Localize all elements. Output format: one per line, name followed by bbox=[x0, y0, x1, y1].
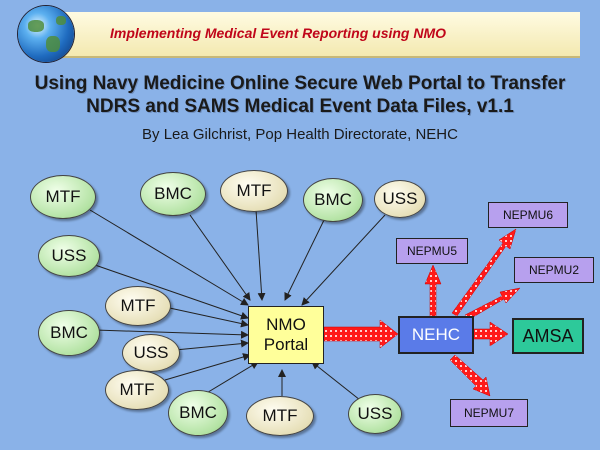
amsa-box: AMSA bbox=[512, 318, 584, 354]
arrow-to-nepmu6 bbox=[451, 228, 517, 317]
node-bmc-4: BMC bbox=[168, 390, 228, 436]
node-uss-1: USS bbox=[374, 180, 426, 218]
node-uss-3: USS bbox=[122, 334, 180, 372]
link-uss1-portal bbox=[301, 214, 386, 306]
title-line-2: NDRS and SAMS Medical Event Data Files, … bbox=[86, 96, 514, 117]
link-bmc2-portal bbox=[284, 217, 326, 301]
portal-line-1: NMO bbox=[266, 315, 306, 334]
arrow-to-nepmu7 bbox=[449, 354, 491, 397]
banner-title: Implementing Medical Event Reporting usi… bbox=[110, 25, 447, 41]
globe-icon bbox=[18, 6, 74, 62]
link-uss2-portal bbox=[94, 264, 249, 320]
nepmu5-box: NEPMU5 bbox=[396, 238, 468, 264]
node-bmc-3: BMC bbox=[38, 310, 100, 356]
node-bmc-1: BMC bbox=[140, 172, 206, 216]
node-mtf-4: MTF bbox=[105, 370, 169, 410]
node-uss-4: USS bbox=[348, 394, 402, 434]
arrow-nehc-to-amsa bbox=[469, 321, 509, 347]
link-mtf2-portal bbox=[255, 209, 266, 301]
nepmu7-box: NEPMU7 bbox=[450, 399, 528, 427]
link-uss3-portal bbox=[174, 339, 249, 351]
link-mtf4-portal bbox=[164, 353, 251, 381]
link-bmc1-portal bbox=[189, 214, 251, 301]
portal-line-2: Portal bbox=[263, 335, 309, 354]
nepmu2-box: NEPMU2 bbox=[514, 257, 594, 283]
link-bmc3-portal bbox=[94, 329, 249, 339]
arrow-to-nepmu5 bbox=[424, 264, 442, 317]
node-mtf-2: MTF bbox=[220, 170, 288, 212]
link-mtf1-portal bbox=[89, 209, 249, 306]
arrow-portal-to-nehc bbox=[323, 319, 399, 349]
nehc-box: NEHC bbox=[398, 316, 474, 354]
title-line-1: Using Navy Medicine Online Secure Web Po… bbox=[34, 73, 566, 94]
title-banner: Implementing Medical Event Reporting usi… bbox=[40, 12, 580, 58]
node-mtf-3: MTF bbox=[105, 286, 171, 326]
slide-title: Using Navy Medicine Online Secure Web Po… bbox=[0, 72, 600, 118]
link-uss4-portal bbox=[311, 361, 361, 401]
nepmu6-box: NEPMU6 bbox=[488, 202, 568, 228]
node-mtf-5: MTF bbox=[246, 396, 314, 436]
author-line: By Lea Gilchrist, Pop Health Directorate… bbox=[142, 126, 458, 143]
link-mtf3-portal bbox=[164, 306, 249, 328]
node-uss-2: USS bbox=[38, 235, 100, 277]
node-bmc-2: BMC bbox=[303, 178, 363, 222]
node-mtf-1: MTF bbox=[30, 175, 96, 219]
arrow-to-nepmu2 bbox=[464, 287, 521, 321]
